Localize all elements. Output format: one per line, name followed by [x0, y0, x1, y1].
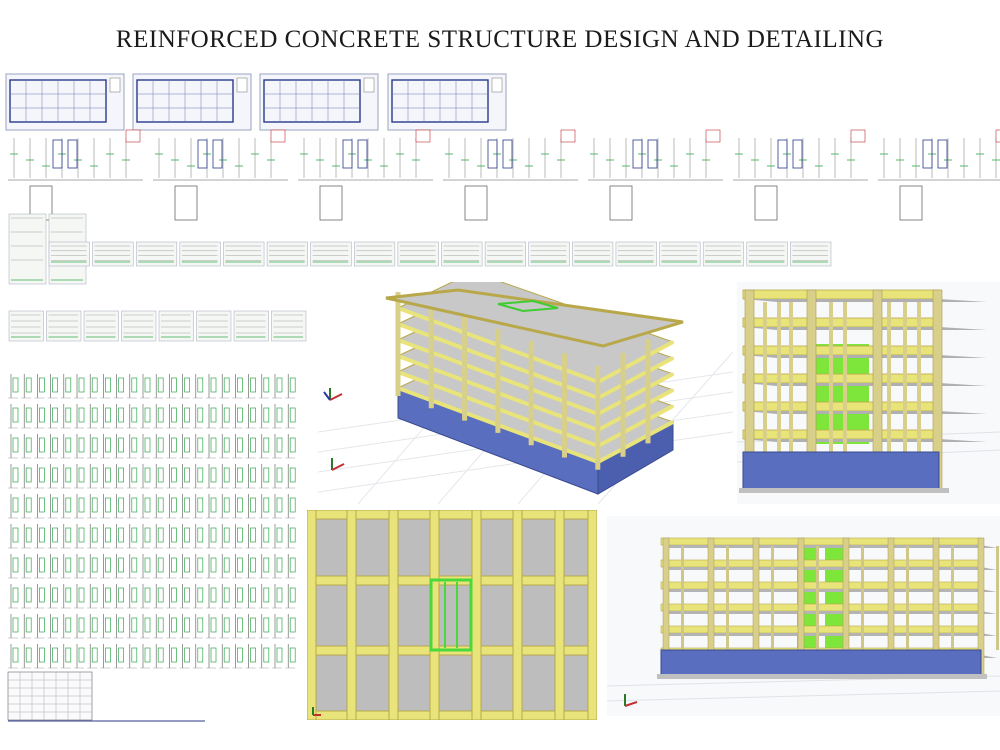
poster-title: REINFORCED CONCRETE STRUCTURE DESIGN AND…: [115, 26, 885, 53]
column-detail-grid[interactable]: [8, 374, 296, 669]
isometric-3d-view[interactable]: [318, 282, 733, 504]
front-elevation-3d-view[interactable]: [737, 282, 1000, 504]
rebar-elevation-sheet[interactable]: [443, 129, 578, 221]
rebar-elevation-sheet[interactable]: [733, 129, 868, 221]
isometric-3d-canvas: [318, 282, 733, 504]
long-elevation-canvas: [607, 516, 1000, 716]
rebar-elevation-sheet[interactable]: [298, 129, 433, 221]
axis-gizmo-icon: [323, 388, 345, 471]
rebar-elevation-sheet[interactable]: [8, 129, 143, 221]
front-elevation-canvas: [737, 282, 1000, 504]
plan-view-canvas: [307, 510, 597, 720]
plan-drawing-sheet[interactable]: [132, 73, 252, 131]
plan-view-3d[interactable]: [307, 510, 597, 720]
rebar-elevation-sheet[interactable]: [878, 129, 1000, 221]
drawing-sheets-panel: [0, 68, 1000, 740]
plan-axis-icon: [312, 707, 321, 716]
rebar-elevation-sheet[interactable]: [153, 129, 288, 221]
plan-drawing-sheet[interactable]: [259, 73, 379, 131]
beam-section-strip[interactable]: [8, 310, 307, 342]
rebar-elevation-sheet[interactable]: [588, 129, 723, 221]
schedule-table[interactable]: [7, 671, 205, 722]
beam-section-strip[interactable]: [48, 241, 832, 267]
long-elevation-3d-view[interactable]: [607, 516, 1000, 716]
drawing-sheets-canvas: [5, 73, 1000, 722]
plan-drawing-sheet[interactable]: [5, 73, 125, 131]
long-axis-icon: [624, 694, 638, 707]
plan-drawing-sheet[interactable]: [387, 73, 507, 131]
beam-section-strip[interactable]: [8, 213, 87, 285]
